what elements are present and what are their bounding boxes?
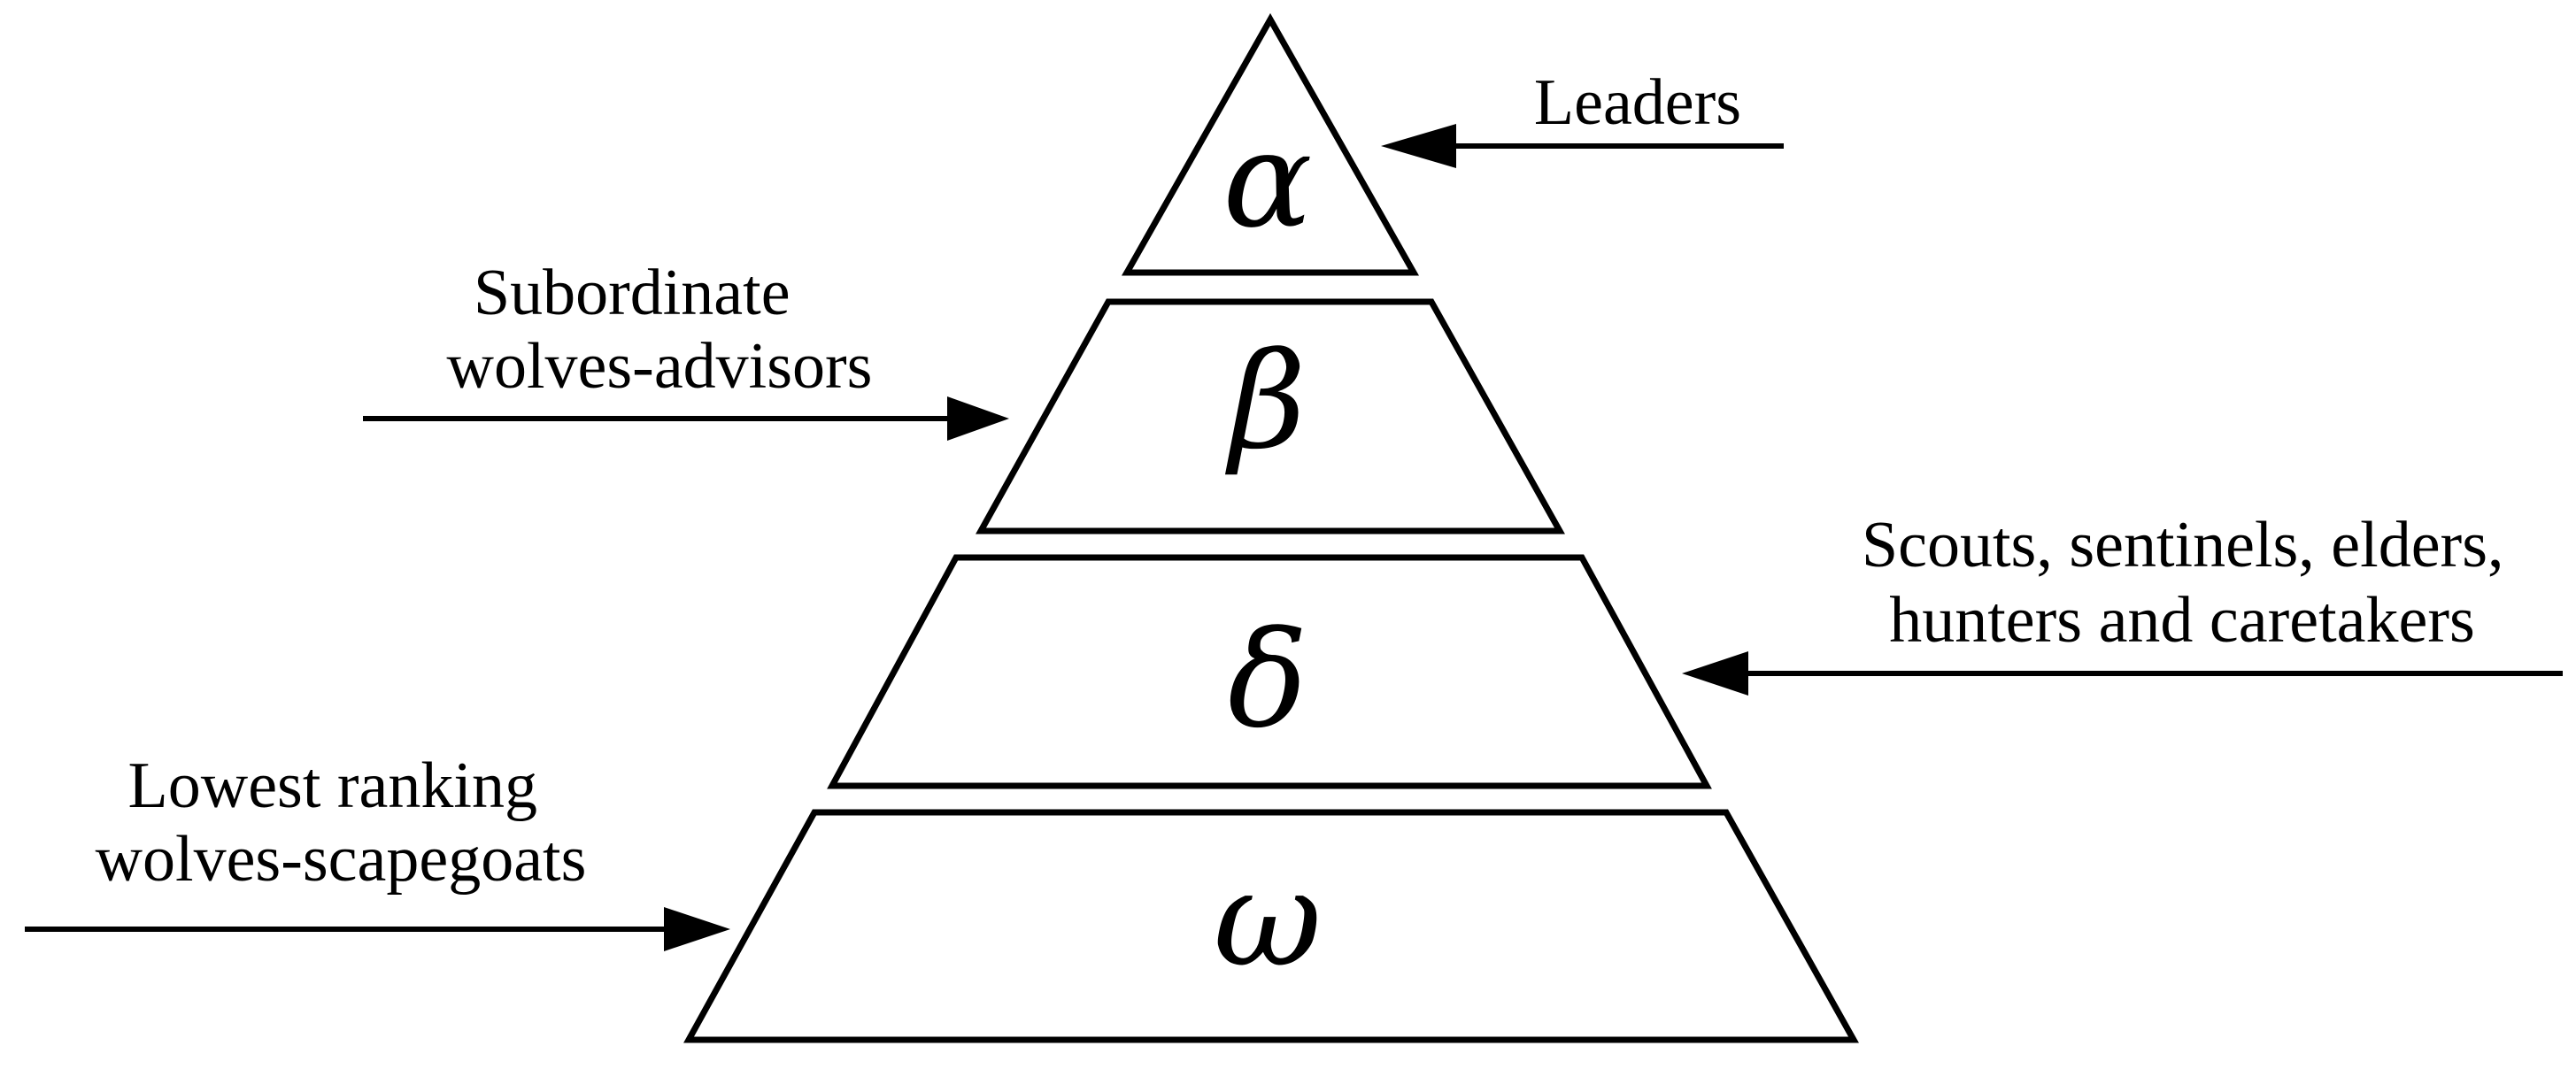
tier-delta-shape: [827, 554, 1712, 789]
callout-scouts: Scouts, sentinels, elders, hunters and c…: [1682, 509, 2563, 696]
callout-leaders-line-1: Leaders: [1534, 66, 1741, 139]
tier-beta-shape: [976, 298, 1565, 534]
callout-subordinate-line-2: wolves-advisors: [447, 330, 873, 403]
arrow-leaders-head: [1381, 124, 1456, 168]
tier-omega-symbol: ω: [1214, 842, 1322, 996]
callout-subordinate-label: Subordinate wolves-advisors: [447, 257, 873, 403]
callout-scouts-label: Scouts, sentinels, elders, hunters and c…: [1862, 509, 2520, 657]
arrow-scouts-head: [1682, 651, 1748, 696]
tier-delta-symbol: δ: [1228, 604, 1307, 758]
callout-subordinate: Subordinate wolves-advisors: [363, 257, 1009, 441]
tier-alpha-symbol: α: [1222, 104, 1312, 258]
callout-leaders-label: Leaders: [1534, 66, 1741, 139]
callout-lowest-line-1: Lowest ranking: [128, 750, 537, 822]
callout-lowest: Lowest ranking wolves-scapegoats: [25, 750, 730, 951]
arrow-subordinate-head: [947, 396, 1009, 441]
callout-lowest-label: Lowest ranking wolves-scapegoats: [96, 750, 587, 896]
callout-lowest-line-2: wolves-scapegoats: [96, 823, 587, 896]
callout-subordinate-line-1: Subordinate: [474, 257, 791, 329]
tier-alpha-shape: [1121, 12, 1420, 276]
callout-scouts-line-1: Scouts, sentinels, elders,: [1862, 509, 2504, 581]
callout-scouts-line-2: hunters and caretakers: [1889, 584, 2475, 657]
callout-leaders: Leaders: [1381, 66, 1784, 168]
tier-omega-shape: [683, 809, 1859, 1043]
arrow-lowest-head: [664, 907, 730, 951]
tier-beta-symbol: β: [1225, 325, 1307, 479]
